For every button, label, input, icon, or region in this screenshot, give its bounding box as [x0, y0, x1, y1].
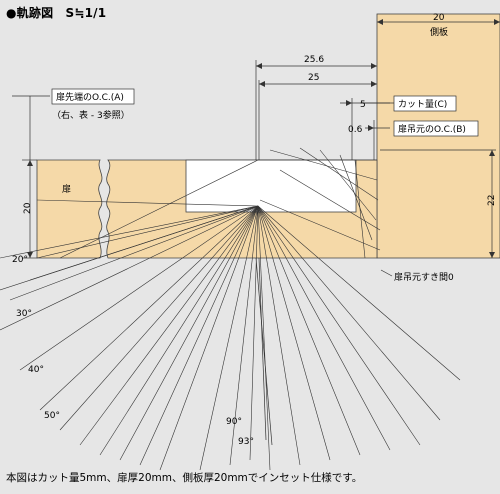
door-sweep-line	[279, 169, 381, 231]
trajectory-line	[257, 205, 421, 446]
angle-40: 40°	[28, 365, 44, 375]
door-path-line	[36, 205, 259, 259]
trajectory-line	[257, 205, 271, 471]
trajectory-line	[0, 205, 259, 259]
door-sweep-line	[354, 159, 366, 259]
diagram-caption: 本図はカット量5mm、扉厚20mm、側板厚20mmでインセット仕様です。	[6, 472, 363, 484]
dim-height-22: 22	[487, 195, 497, 206]
angle-50: 50°	[44, 411, 60, 421]
trajectory-line	[29, 205, 259, 281]
trajectory-line	[257, 205, 361, 456]
door-sweep-line	[319, 149, 377, 221]
door-tip-oc-label: 扉先端のO.C.(A)	[56, 91, 124, 103]
door-sweep-line	[339, 154, 373, 241]
trajectory-line	[139, 205, 259, 466]
door-tip-oc-note: （右、表 - 3参照）	[52, 109, 130, 121]
trajectory-line	[257, 205, 461, 381]
hinge-cutout	[185, 159, 357, 213]
dim-side-thickness: 20	[433, 13, 445, 23]
dim-25-6: 25.6	[304, 55, 324, 65]
door-label: 扉	[62, 183, 71, 195]
trajectory-line	[119, 205, 259, 461]
trajectory-lines	[0, 147, 461, 471]
trajectory-line	[257, 205, 391, 451]
door-base-oc-label: 扉吊元のO.C.(B)	[398, 123, 466, 135]
door-tip-oc-box	[51, 88, 135, 105]
trajectory-line	[0, 205, 259, 331]
angle-20: 20°	[12, 255, 28, 265]
dim-oc-b: 0.6	[348, 125, 363, 135]
cut-amount-box	[393, 95, 457, 112]
door-base-oc-box	[393, 120, 479, 137]
trajectory-line	[159, 205, 259, 471]
dim-25: 25	[308, 73, 319, 83]
angle-93: 93°	[238, 437, 254, 447]
door-gap-label: 扉吊元すき間0	[394, 271, 454, 283]
arrow-heads	[27, 19, 500, 258]
door-left-piece	[36, 159, 103, 259]
trajectory-line	[59, 205, 259, 431]
trajectory-line	[99, 205, 259, 456]
door-sweep-line	[269, 149, 378, 181]
door-path-line	[59, 159, 259, 259]
dim-cut: 5	[360, 100, 366, 110]
trajectory-line	[257, 205, 331, 461]
trajectory-line	[249, 205, 259, 461]
side-panel-label: 側板	[430, 26, 448, 38]
trajectory-line	[9, 205, 259, 301]
trajectory-line	[79, 205, 259, 446]
trajectory-line	[257, 205, 301, 466]
door-sweep-line	[259, 199, 381, 251]
dim-door-thickness: 20	[23, 202, 33, 214]
trajectory-line	[19, 205, 259, 371]
trajectory-line	[257, 205, 441, 421]
angle-90: 90°	[226, 417, 242, 427]
trajectory-line	[39, 205, 259, 411]
trajectory-line	[199, 205, 259, 471]
cut-amount-label: カット量(C)	[398, 99, 447, 110]
diagram-title: ●軌跡図 S≒1/1	[6, 6, 107, 20]
door-path-line	[36, 199, 259, 207]
angle-30: 30°	[16, 309, 32, 319]
trajectory-line	[229, 205, 259, 466]
